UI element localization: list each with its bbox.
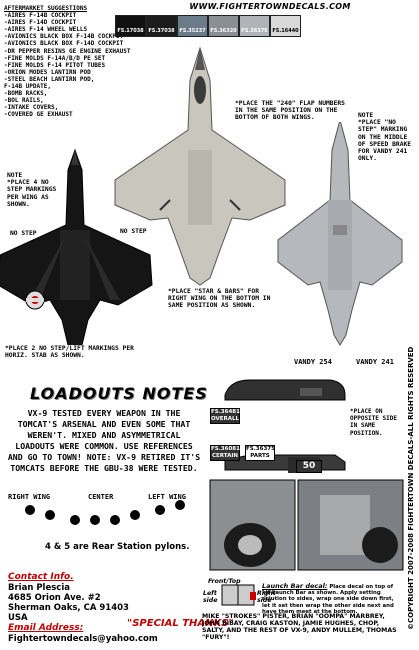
- center-label: CENTER: [88, 493, 114, 501]
- email-heading: Email Address:: [8, 623, 84, 633]
- loadout-diagram: [25, 500, 185, 525]
- fs36481-label: FS.36481: [211, 409, 240, 415]
- fs36081-label: FS.36081: [211, 446, 240, 452]
- aftermarket-item: -FINE MOLDS F-14 PITOT TUBES: [4, 61, 106, 69]
- contact-name: Brian Plescia: [8, 583, 70, 593]
- aftermarket-item: -AIRES F-14D COCKPIT: [4, 19, 77, 27]
- launch-bar-diagram: [221, 584, 256, 606]
- aftermarket-item: -AVIONICS BLACK BOX F-14B COCKPIT: [4, 33, 124, 41]
- fs36375-label: FS.36375: [246, 446, 275, 452]
- aftermarket-item: -BOL RAILS,: [4, 97, 44, 105]
- note-star-bars: *PLACE "STAR & BARS" FOR RIGHT WING ON T…: [168, 288, 276, 310]
- fs36481-overall-swatch: FS.36481 OVERALL: [210, 408, 240, 424]
- copyright-notice: ©COPYRIGHT 2007-2008 FIGHTERTOWN DECALS-…: [405, 160, 419, 640]
- right-side-label: Right side: [257, 590, 276, 604]
- vandy-254-label: VANDY 254: [294, 358, 332, 366]
- site-url[interactable]: WWW.FIGHTERTOWNDECALS.COM: [189, 2, 351, 11]
- aftermarket-heading: AFTERMARKET SUGGESTIONS: [4, 5, 88, 12]
- loadouts-text: VX-9 TESTED EVERY WEAPON IN THE TOMCAT'S…: [7, 408, 201, 473]
- aftermarket-item: F-14B UPDATE,: [4, 83, 51, 91]
- pylon-note: 4 & 5 are Rear Station pylons.: [45, 542, 190, 552]
- note-opposite-side: *PLACE ON OPPOSITE SIDE IN SAME POSITION…: [350, 408, 397, 437]
- contact-street: 4685 Orion Ave. #2: [8, 593, 101, 603]
- fuel-tank-side-view: [224, 379, 346, 473]
- aftermarket-item: -AIRES F-14 WHEEL WELLS: [4, 26, 88, 34]
- color-swatch: FS.36320: [208, 15, 239, 37]
- copyright-text: ©COPYRIGHT 2007-2008 FIGHTERTOWN DECALS-…: [407, 346, 415, 630]
- vandy-241-label: VANDY 241: [356, 358, 394, 366]
- aftermarket-suggestions: AFTERMARKET SUGGESTIONS -AIRES F-14B COC…: [4, 5, 130, 119]
- special-thanks-title: "SPECIAL THANKS": [127, 618, 234, 629]
- contact-city: Sherman Oaks, CA 91403: [8, 603, 129, 613]
- note-240-text: *PLACE THE "240" FLAP NUMBERS IN THE SAM…: [235, 100, 345, 122]
- note-no-step-wing: NOTE *PLACE 4 NO STEP MARKINGS PER WING …: [7, 172, 63, 209]
- aftermarket-item: -COVERED GE EXHAUST: [4, 111, 73, 119]
- fs36375-parts-swatch: FS.36375 PARTS: [245, 445, 275, 461]
- color-swatch: FS.17038: [115, 15, 146, 37]
- color-swatch: FS.16440: [270, 15, 301, 37]
- note-no-step-left-text: *PLACE 4 NO STEP MARKINGS PER WING AS SH…: [7, 179, 57, 208]
- color-swatch: FS.35237: [177, 15, 208, 37]
- aftermarket-item: -STEEL BEACH LANTIRN POD,: [4, 75, 95, 83]
- no-step-label-right: NO STEP: [120, 228, 147, 235]
- fs36081-certain-swatch: FS.36081 CERTAIN: [210, 445, 240, 461]
- note-step-lift-text: *PLACE 2 NO STEP/LIFT MARKINGS PER HORIZ…: [5, 345, 134, 360]
- landing-gear-photos: [209, 479, 404, 571]
- aftermarket-item: -BOMB RACKS,: [4, 90, 48, 98]
- note-step-lift: *PLACE 2 NO STEP/LIFT MARKINGS PER HORIZ…: [5, 345, 155, 360]
- note-star-bars-text: *PLACE "STAR & BARS" FOR RIGHT WING ON T…: [168, 288, 271, 310]
- note-heading: NOTE: [358, 112, 374, 119]
- loadouts-title: LOADOUTS NOTES: [30, 384, 208, 403]
- launch-bar-text: Place decal on top of kit Launch Bar as …: [262, 584, 394, 615]
- tomcat-light-grey-underside: [277, 118, 403, 346]
- aftermarket-item: -DR PEPPER RESINS GE ENGINE EXHAUST: [4, 47, 131, 55]
- color-swatch: FS.36375: [239, 15, 270, 37]
- right-wing-label: RIGHT WING: [8, 493, 51, 501]
- aftermarket-item: -INTAKE COVERS,: [4, 104, 59, 112]
- contact-heading: Contact Info.: [8, 572, 74, 582]
- contact-country: USA: [8, 613, 28, 623]
- aftermarket-item: -AIRES F-14B COCKPIT: [4, 12, 77, 20]
- pod-number: 50: [296, 460, 322, 473]
- launch-bar-note: Launch Bar decal: Place decal on top of …: [262, 583, 402, 615]
- tomcat-grey-top: [114, 46, 286, 286]
- special-thanks-text: MIKE "STROKES" PISTER, BRIAN "OOMPA" MAR…: [202, 613, 397, 641]
- left-wing-label: LEFT WING: [148, 493, 186, 501]
- launch-bar-title: Launch Bar decal:: [262, 582, 328, 590]
- aftermarket-item: -ORION MODES LANTIRN POD: [4, 68, 91, 76]
- overall-label: OVERALL: [211, 416, 240, 422]
- note-no-step-right-text: *PLACE "NO STEP" MARKING ON THE MIDDLE O…: [358, 119, 412, 163]
- aftermarket-item: -AVIONICS BLACK BOX F-14D COCKPIT: [4, 40, 124, 48]
- contact-address: Brian Plescia 4685 Orion Ave. #2 Sherman…: [8, 583, 129, 623]
- note-no-step-speed-brake: NOTE *PLACE "NO STEP" MARKING ON THE MID…: [358, 112, 418, 163]
- note-heading: NOTE: [7, 172, 23, 179]
- email-link[interactable]: Fightertowndecals@yahoo.com: [8, 634, 158, 644]
- left-side-label: Left side: [203, 590, 218, 604]
- aftermarket-list: -AIRES F-14B COCKPIT-AIRES F-14D COCKPIT…: [4, 12, 130, 118]
- front-top-label: Front/Top: [208, 578, 241, 585]
- no-step-label-left: NO STEP: [10, 230, 37, 237]
- color-swatch: FS.37038: [146, 15, 177, 37]
- aftermarket-item: -FINE MOLDS F-14A/B/D PE SET: [4, 54, 106, 62]
- certain-label: CERTAIN: [211, 453, 238, 459]
- parts-label: PARTS: [250, 453, 270, 459]
- note-240-flap: *PLACE THE "240" FLAP NUMBERS IN THE SAM…: [235, 100, 355, 122]
